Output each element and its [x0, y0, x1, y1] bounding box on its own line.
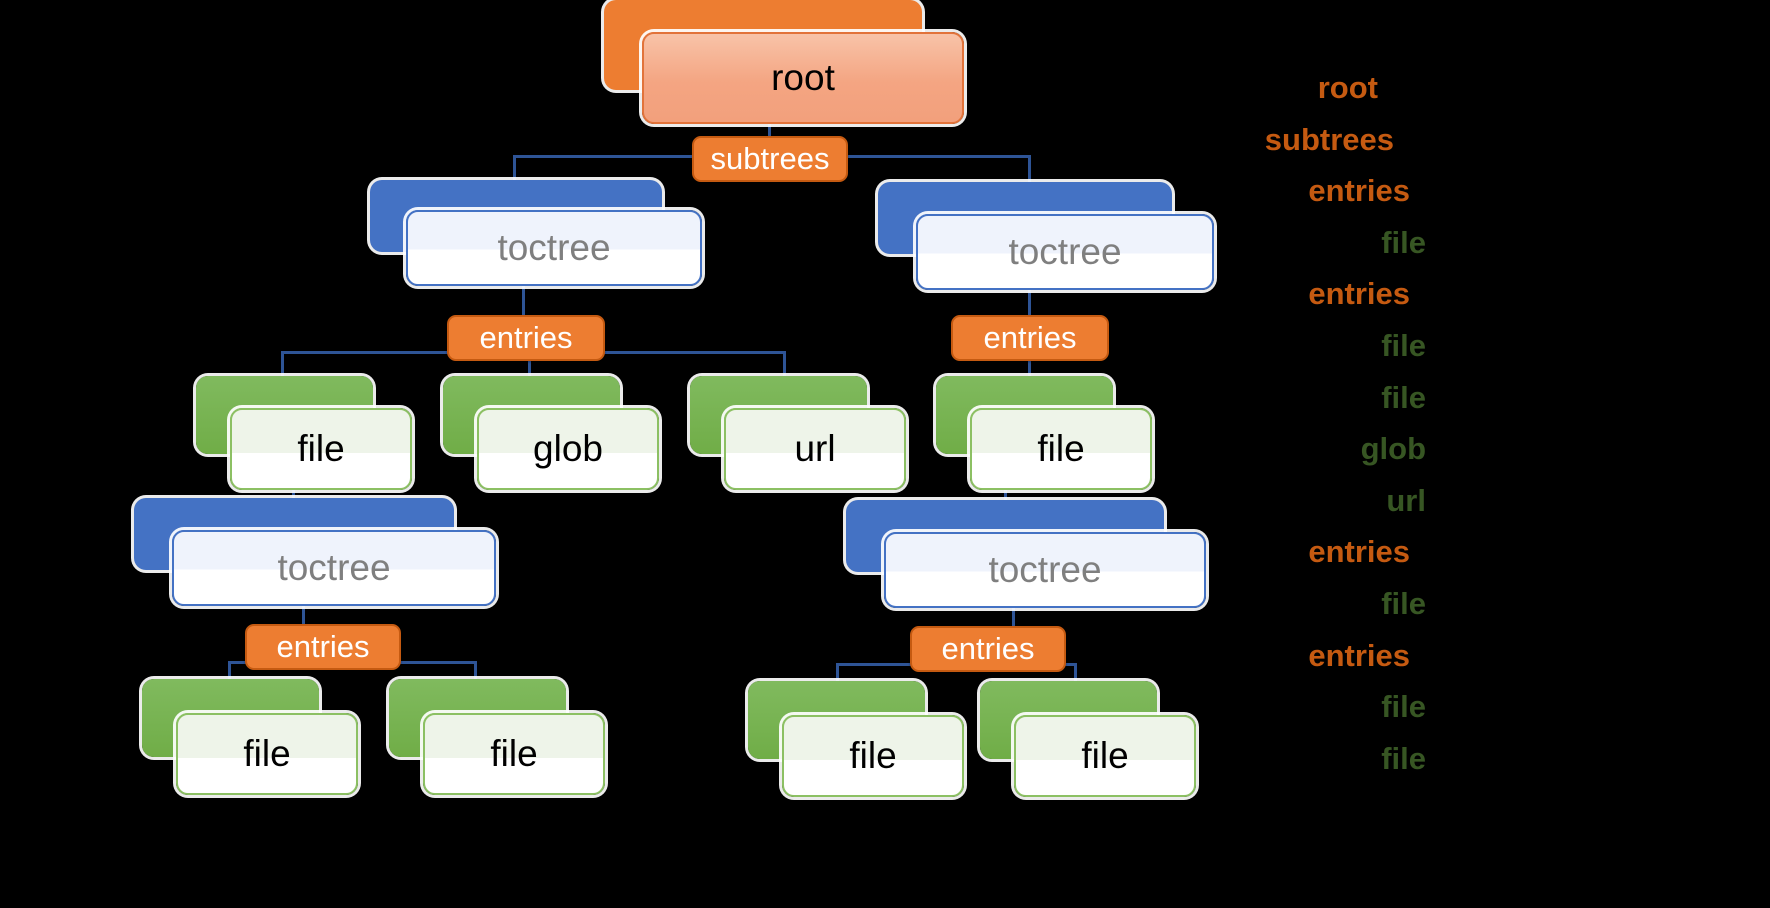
legend-item-file-3: file [1381, 224, 1426, 260]
node-url[interactable]: url [690, 376, 906, 490]
node-root-front-card: root [642, 32, 964, 124]
connector-toctree-l-entries [522, 262, 525, 334]
connector-entries-l2-right [474, 661, 477, 687]
node-toctree-l2-left[interactable]: toctree [134, 498, 496, 606]
node-toctree-l1-right-label: toctree [1008, 231, 1122, 272]
node-glob[interactable]: glob [443, 376, 659, 490]
node-file-a-label: file [297, 428, 345, 469]
connector-entries-r2-right [1074, 663, 1077, 689]
node-toctree-l2-right-label: toctree [988, 549, 1102, 590]
legend-item-entries-2: entries [1308, 173, 1410, 209]
badge-entries-l2-right[interactable]: entries [910, 626, 1066, 672]
connector-entries-r-to-file [1028, 351, 1031, 383]
node-toctree-l2-left-label: toctree [277, 547, 391, 588]
node-file-f-label: file [1081, 735, 1129, 776]
legend-item-file-13: file [1381, 740, 1426, 776]
node-root[interactable]: root [604, 0, 964, 124]
node-file-d-front-card: file [423, 713, 605, 795]
legend-item-root-0: root [1317, 70, 1378, 105]
node-url-label: url [794, 428, 836, 469]
node-file-e-front-card: file [782, 715, 964, 797]
node-file-b-front-card: file [970, 408, 1152, 490]
connector-entries-l-to-glob [528, 351, 531, 383]
node-file-a[interactable]: file [196, 376, 412, 490]
badge-entries-l1-right-label: entries [983, 320, 1077, 355]
legend-item-entries-9: entries [1308, 534, 1410, 570]
connector-entries-l2-left [228, 661, 231, 687]
badge-subtrees-label: subtrees [710, 141, 830, 176]
node-file-f-front-card: file [1014, 715, 1196, 797]
node-file-e-label: file [849, 735, 897, 776]
connector-toctree-l2-entries [302, 580, 305, 644]
badge-entries-l1-left-label: entries [479, 320, 573, 355]
badge-entries-l2-left-label: entries [276, 629, 370, 664]
connector-entries-r2-left [836, 663, 839, 689]
node-file-c[interactable]: file [142, 679, 358, 795]
node-file-d-label: file [490, 733, 538, 774]
connector-subtrees-left-drop [513, 155, 516, 191]
node-toctree-l1-right[interactable]: toctree [878, 182, 1214, 290]
node-toctree-l1-left[interactable]: toctree [370, 180, 702, 286]
connector-toctree-r2-entries [1012, 582, 1015, 646]
node-toctree-l2-right[interactable]: toctree [846, 500, 1206, 608]
badge-entries-l1-left[interactable]: entries [447, 315, 605, 361]
node-toctree-l1-left-front-card: toctree [406, 210, 702, 286]
node-glob-front-card: glob [477, 408, 659, 490]
legend-item-glob-7: glob [1360, 431, 1426, 467]
node-file-e[interactable]: file [748, 681, 964, 797]
connector-subtrees-right-drop [1028, 155, 1031, 191]
legend-item-file-6: file [1381, 379, 1426, 415]
node-url-front-card: url [724, 408, 906, 490]
node-file-a-front-card: file [230, 408, 412, 490]
node-file-f[interactable]: file [980, 681, 1196, 797]
node-file-b[interactable]: file [936, 376, 1152, 490]
connector-toctree-r-entries [1028, 265, 1031, 337]
legend-item-file-5: file [1381, 328, 1426, 363]
connector-entries-l-to-url [783, 351, 786, 383]
node-toctree-l1-right-front-card: toctree [916, 214, 1214, 290]
legend-item-file-10: file [1381, 586, 1426, 621]
legend-item-entries-4: entries [1308, 276, 1410, 312]
node-toctree-l1-left-label: toctree [497, 227, 611, 268]
node-toctree-l2-left-front-card: toctree [172, 530, 496, 606]
legend-item-url-8: url [1386, 482, 1426, 518]
legend-item-entries-11: entries [1308, 637, 1410, 673]
node-file-c-label: file [243, 733, 291, 774]
node-file-b-label: file [1037, 428, 1085, 469]
node-file-c-front-card: file [176, 713, 358, 795]
legend-item-file-12: file [1381, 689, 1426, 725]
legend-item-subtrees-1: subtrees [1264, 121, 1394, 157]
badge-entries-l1-right[interactable]: entries [951, 315, 1109, 361]
badge-subtrees[interactable]: subtrees [692, 136, 848, 182]
connector-entries-l-to-file [281, 351, 284, 383]
node-glob-label: glob [533, 428, 603, 469]
badge-entries-l2-left[interactable]: entries [245, 624, 401, 670]
node-root-label: root [771, 57, 835, 98]
legend-tree-outline: root subtrees entries file entries file file gl… [1265, 0, 1770, 908]
node-file-d[interactable]: file [389, 679, 605, 795]
badge-entries-l2-right-label: entries [941, 631, 1035, 666]
node-toctree-l2-right-front-card: toctree [884, 532, 1206, 608]
